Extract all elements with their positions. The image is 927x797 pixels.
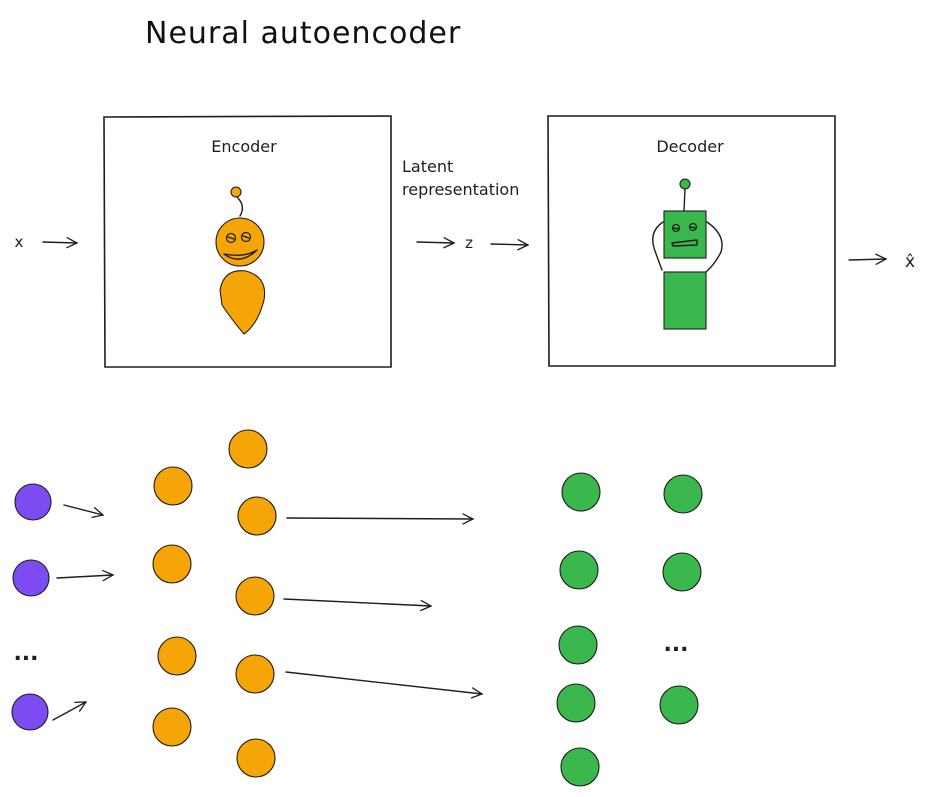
decoder-layer-2: ... (659, 474, 703, 725)
decoder-node (560, 747, 600, 787)
input-symbol: x (15, 233, 24, 251)
arrow-encoder-to-z (416, 242, 454, 243)
latent-symbol: z (465, 234, 473, 252)
arrow-input-3 (52, 701, 86, 721)
decoder-box (547, 115, 836, 367)
decoder-node (559, 550, 599, 590)
encoder-node (157, 636, 197, 676)
decoder-block: Decoder (547, 115, 836, 367)
encoder-layer-2 (228, 429, 277, 778)
decoder-robot-icon (652, 178, 723, 330)
encoder-node (153, 466, 193, 506)
arrow-input (42, 242, 77, 243)
latent-label-line1: Latent (402, 157, 453, 176)
encoder-node (235, 654, 275, 694)
arrow-latent-1 (286, 518, 473, 519)
encoder-character-icon (215, 186, 266, 335)
arrow-output (848, 259, 886, 260)
input-ellipsis: ... (13, 641, 38, 666)
encoder-box (103, 115, 392, 368)
arrow-input-1 (63, 504, 103, 515)
page-title: Neural autoencoder (145, 16, 461, 51)
latent-label-line2: representation (402, 180, 519, 199)
decoder-layer-1 (556, 472, 601, 787)
input-node (12, 559, 50, 597)
decoder-node (558, 625, 598, 665)
arrow-input-2 (56, 575, 113, 578)
encoder-label: Encoder (211, 137, 277, 156)
input-layer: ... (11, 483, 52, 731)
arrow-latent-2 (283, 598, 431, 606)
output-ellipsis: ... (663, 632, 688, 657)
arrow-z-to-decoder (490, 244, 528, 245)
encoder-layer-1 (152, 466, 197, 747)
decoder-node (556, 683, 596, 723)
decoder-node (659, 685, 699, 725)
arrow-latent-3 (285, 671, 482, 694)
encoder-block: Encoder (103, 115, 392, 368)
encoder-node (152, 707, 192, 747)
input-node (14, 483, 52, 521)
encoder-node (236, 738, 276, 778)
output-symbol: x̂ (905, 252, 915, 272)
input-node (11, 693, 49, 731)
decoder-label: Decoder (656, 137, 724, 156)
encoder-node (152, 544, 192, 584)
decoder-node (662, 552, 702, 592)
decoder-node (561, 472, 601, 512)
encoder-node (235, 576, 275, 616)
decoder-node (663, 474, 703, 514)
encoder-node (228, 429, 268, 469)
encoder-node (237, 496, 277, 536)
